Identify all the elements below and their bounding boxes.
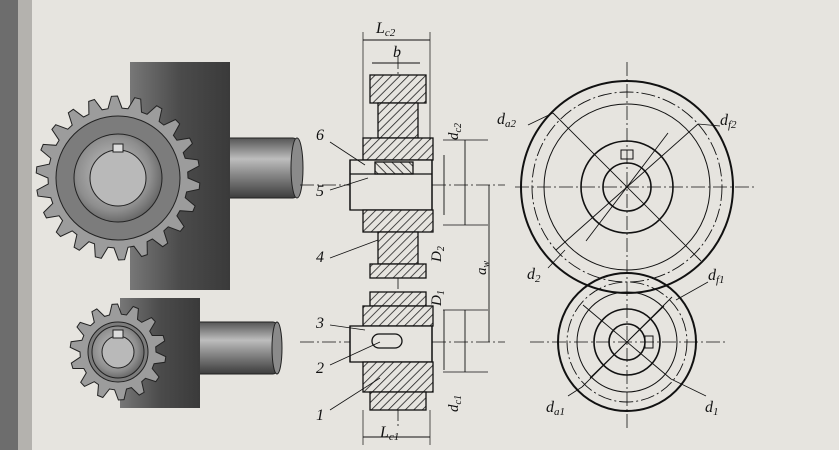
svg-text:d2: d2 — [527, 266, 541, 285]
section-labels: Lc2 b Lc1 dc2 dc1 D2 D1 aw 6 5 4 3 2 1 — [315, 20, 492, 443]
callout-4: 4 — [316, 249, 324, 266]
shaft-end — [89, 149, 147, 207]
callout-1: 1 — [316, 407, 324, 424]
shaft-end — [101, 335, 135, 369]
callout-3: 3 — [315, 315, 324, 332]
svg-text:D2: D2 — [429, 246, 447, 263]
callout-6: 6 — [316, 127, 324, 144]
svg-text:aw: aw — [474, 261, 492, 276]
callout-5: 5 — [316, 183, 324, 200]
key — [112, 143, 124, 153]
svg-text:dc1: dc1 — [446, 395, 464, 412]
svg-text:da2: da2 — [497, 111, 517, 130]
svg-text:D1: D1 — [429, 290, 447, 307]
svg-text:dc2: dc2 — [446, 123, 464, 140]
dim-b-label: b — [393, 44, 401, 61]
svg-text:df2: df2 — [720, 112, 737, 131]
end-view-labels: da2 df2 d2 df1 da1 d1 — [497, 111, 737, 418]
small-gear-face — [69, 303, 167, 401]
svg-text:df1: df1 — [708, 267, 725, 286]
callout-2: 2 — [316, 360, 324, 377]
small-shaft — [194, 321, 278, 375]
section-view — [300, 32, 505, 445]
svg-text:Lc2: Lc2 — [375, 20, 396, 39]
end-view — [515, 62, 755, 430]
large-gear-face — [35, 95, 201, 261]
key — [112, 329, 124, 339]
svg-text:Lc1: Lc1 — [379, 424, 399, 443]
gear-pair-illustration — [35, 62, 304, 408]
svg-text:da1: da1 — [546, 399, 565, 418]
page-shadow — [0, 0, 18, 450]
svg-text:d1: d1 — [705, 399, 719, 418]
